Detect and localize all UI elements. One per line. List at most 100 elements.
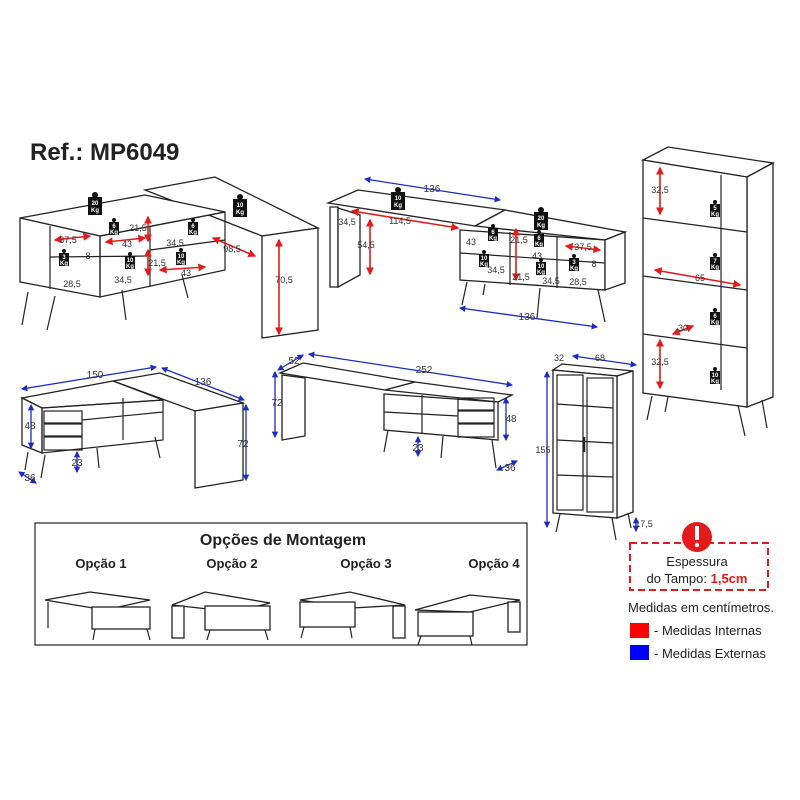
dim-label: 43 xyxy=(466,237,476,247)
dim-label: 98,5 xyxy=(223,244,241,254)
weight-icon: 6Kg xyxy=(710,308,720,326)
dim-label: 52 xyxy=(288,356,300,367)
dim-label: 54,5 xyxy=(357,240,375,250)
dim-label: 32,5 xyxy=(651,185,669,195)
view-glass-cabinet: 32 68 155 17,5 xyxy=(535,353,653,541)
dim-label: 21,5 xyxy=(512,272,530,282)
svg-text:3: 3 xyxy=(62,255,66,261)
svg-text:3: 3 xyxy=(572,260,576,266)
weight-icon: 7Kg xyxy=(710,253,720,271)
weight-icon: 5Kg xyxy=(710,200,720,218)
svg-text:Kg: Kg xyxy=(535,242,543,248)
svg-text:10: 10 xyxy=(127,258,134,264)
svg-text:5: 5 xyxy=(713,206,717,212)
svg-text:10: 10 xyxy=(237,203,244,209)
dim-label: 28,5 xyxy=(569,277,587,287)
svg-text:20: 20 xyxy=(538,216,545,222)
dim-label: 30 xyxy=(678,323,688,333)
svg-text:Kg: Kg xyxy=(126,264,134,270)
legend-external-label: - Medidas Externas xyxy=(654,646,766,661)
tabletop-thickness-notice: Espessura do Tampo: 1,5cm xyxy=(629,522,769,591)
weight-icon: 6Kg xyxy=(488,224,498,242)
weight-icon: 6Kg xyxy=(109,218,119,236)
view-desk-sideboard-inline: 136 34,5 114,5 54,5 43 21,5 43 37,5 8 21… xyxy=(325,176,628,330)
tabletop-thickness-value: 1,5cm xyxy=(711,571,748,586)
weight-icon: 3Kg xyxy=(569,254,579,272)
montage-option-2: Opção 2 xyxy=(206,556,257,571)
dim-label: 65 xyxy=(695,273,705,283)
montage-option-3-drawing xyxy=(299,591,406,639)
dim-label: 136 xyxy=(519,312,536,323)
dim-label: 136 xyxy=(195,377,212,388)
dim-label: 8 xyxy=(85,251,90,261)
dim-label: 155 xyxy=(535,445,550,455)
dim-label: 43 xyxy=(181,268,191,278)
montage-option-3: Opção 3 xyxy=(340,556,391,571)
svg-text:10: 10 xyxy=(538,264,545,270)
dim-label: 70,5 xyxy=(275,275,293,285)
svg-text:Kg: Kg xyxy=(394,203,402,209)
svg-text:Kg: Kg xyxy=(570,266,578,272)
legend: Medidas em centímetros. - Medidas Intern… xyxy=(628,600,774,661)
svg-text:20: 20 xyxy=(92,201,99,207)
dim-label: 72 xyxy=(271,398,283,409)
svg-text:Kg: Kg xyxy=(537,223,545,229)
reference-title: Ref.: MP6049 xyxy=(30,139,179,166)
dim-label: 68 xyxy=(595,353,605,363)
svg-text:Kg: Kg xyxy=(60,261,68,267)
legend-swatch-internal xyxy=(630,623,649,638)
dim-label: 34,5 xyxy=(487,265,505,275)
dim-label: 43 xyxy=(122,239,132,249)
weight-icon: 3Kg xyxy=(59,249,69,267)
dim-label: 37,5 xyxy=(59,235,77,245)
dim-label: 37,5 xyxy=(574,242,592,252)
svg-text:10: 10 xyxy=(712,373,719,379)
view-long-desk-external: 52 252 72 48 23 36 xyxy=(271,351,518,474)
dim-label: 21,5 xyxy=(510,235,528,245)
dim-label: 34,5 xyxy=(542,276,560,286)
dim-label: 8 xyxy=(591,259,596,269)
svg-text:Kg: Kg xyxy=(711,379,719,385)
svg-text:Kg: Kg xyxy=(489,236,497,242)
notice-line-2: do Tampo: 1,5cm xyxy=(647,571,748,586)
svg-text:Kg: Kg xyxy=(110,230,118,236)
dim-label: 48 xyxy=(505,414,517,425)
svg-text:6: 6 xyxy=(191,224,195,230)
dim-label: 34,5 xyxy=(114,275,132,285)
dim-label: 36 xyxy=(504,463,516,474)
dim-label: 43 xyxy=(532,251,542,261)
dim-label: 34,5 xyxy=(166,238,184,248)
svg-text:6: 6 xyxy=(112,224,116,230)
svg-text:Kg: Kg xyxy=(91,208,99,214)
dim-label: 72 xyxy=(237,439,249,450)
svg-text:Kg: Kg xyxy=(177,260,185,266)
dim-label: 23 xyxy=(412,443,424,454)
svg-text:Kg: Kg xyxy=(711,212,719,218)
svg-text:10: 10 xyxy=(395,196,402,202)
montage-option-4-drawing xyxy=(414,594,521,646)
svg-text:6: 6 xyxy=(491,230,495,236)
notice-line-1: Espessura xyxy=(666,554,728,569)
svg-text:Kg: Kg xyxy=(236,210,244,216)
dim-label: 252 xyxy=(416,365,433,376)
svg-text:Kg: Kg xyxy=(537,270,545,276)
svg-text:Kg: Kg xyxy=(711,265,719,271)
dim-label: 114,5 xyxy=(389,216,411,226)
svg-text:Kg: Kg xyxy=(711,320,719,326)
legend-internal-label: - Medidas Internas xyxy=(654,623,762,638)
svg-text:6: 6 xyxy=(713,314,717,320)
svg-text:7: 7 xyxy=(713,259,717,265)
montage-title: Opções de Montagem xyxy=(200,532,366,549)
view-sideboard-l-desk: 37,5 43 21,5 34,5 8 21,5 43 34,5 28,5 98… xyxy=(19,176,321,339)
dim-label: 32 xyxy=(554,353,564,363)
dim-label: 34,5 xyxy=(338,217,356,227)
